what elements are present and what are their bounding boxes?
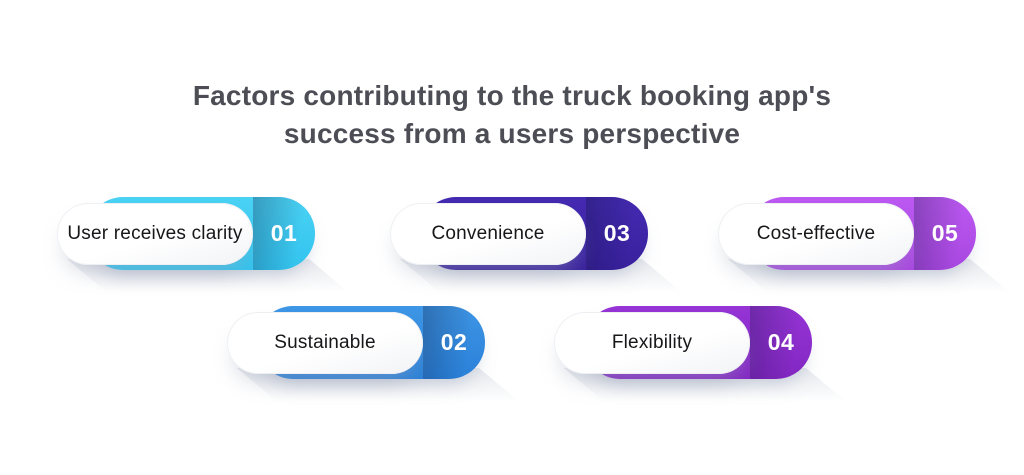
card-user-receives-clarity: 01 User receives clarity [57,197,357,299]
accent-overlap-shadow [253,197,315,270]
card-label-pill: Cost-effective [718,203,914,265]
card-label-pill: User receives clarity [57,203,253,265]
card-number: 05 [931,220,959,246]
accent-overlap-shadow [914,197,976,270]
card-number: 04 [767,329,795,355]
card-sustainable: 02 Sustainable [227,306,527,408]
page-title-line1: Factors contributing to the truck bookin… [192,79,832,111]
card-label: Convenience [431,223,545,244]
card-label-pill: Flexibility [554,312,750,374]
accent-overlap-shadow [423,306,485,379]
card-label-pill: Convenience [390,203,586,265]
page-title: Factors contributing to the truck bookin… [0,77,1024,153]
card-convenience: 03 Convenience [390,197,690,299]
card-label: Cost-effective [756,223,876,244]
card-flexibility: 04 Flexibility [554,306,854,408]
card-number: 03 [603,220,631,246]
card-label: Sustainable [274,332,376,353]
accent-overlap-shadow [750,306,812,379]
card-label-pill: Sustainable [227,312,423,374]
page-title-line2: success from a users perspective [283,117,741,149]
card-label: Flexibility [611,332,693,353]
card-number: 02 [440,329,468,355]
accent-overlap-shadow [586,197,648,270]
card-cost-effective: 05 Cost-effective [718,197,1018,299]
card-number: 01 [270,220,298,246]
card-label: User receives clarity [67,223,243,244]
